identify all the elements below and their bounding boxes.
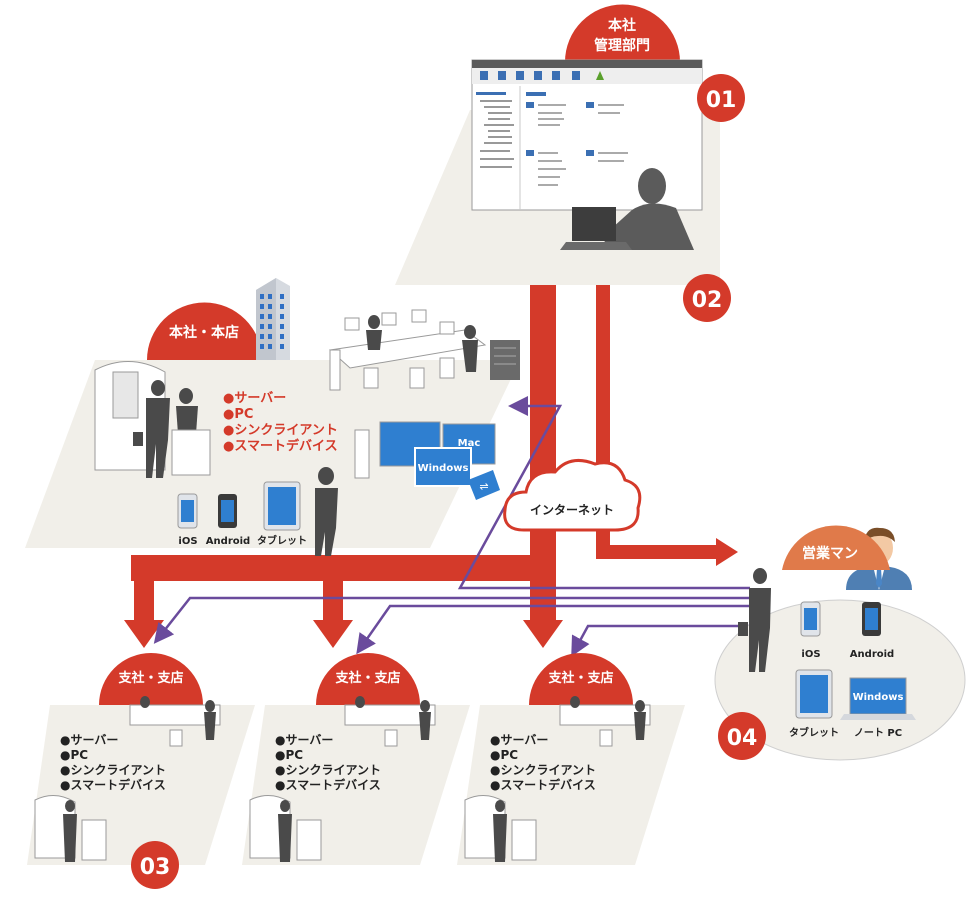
sales-android-label: Android (850, 649, 894, 660)
hq-smart-devices: iOS Android タブレット (177, 467, 338, 556)
branch-1-reception (34, 795, 107, 862)
branch-2-bullet-2: ●シンクライアント (275, 763, 381, 777)
notebook-pc-icon (849, 677, 907, 715)
svg-text:⇌: ⇌ (479, 480, 488, 493)
badge-04-text: 04 (727, 726, 758, 751)
hq-admin-label-line2: 管理部門 (594, 37, 650, 54)
hq-main-bullet-list: ●サーバー ●PC ●シンクライアント ●スマートデバイス (223, 391, 338, 454)
branch-3-bullet-1: ●PC (490, 748, 518, 762)
windows-label: Windows (418, 463, 469, 474)
arrow-to-branch2 (313, 620, 353, 648)
windows-monitor-icon (414, 447, 472, 487)
branch-1: 支社・支店 ●サーバー ●PC ●シンクライアント ●スマートデバイス (27, 653, 255, 865)
branch-2-desks (344, 696, 436, 747)
badge-03-text: 03 (140, 855, 171, 880)
sales-tablet-label: タブレット (789, 726, 839, 739)
backbone-horizontal-branches (131, 555, 556, 581)
hq-main-bullet-1: ●PC (223, 407, 253, 422)
branch-2-bullet-1: ●PC (275, 748, 303, 762)
sales-windows-label: Windows (853, 692, 904, 703)
arrow-to-sales (716, 538, 738, 566)
office-desks-illustration (328, 309, 520, 391)
branch-3: 支社・支店 ●サーバー ●PC ●シンクライアント ●スマートデバイス (457, 653, 685, 865)
hq-ios-label: iOS (178, 536, 197, 547)
hq-main-bullet-3: ●スマートデバイス (223, 438, 338, 454)
arrow-to-branch1 (124, 620, 164, 648)
branch-1-label: 支社・支店 (117, 670, 183, 686)
hq-main-label-dome (147, 302, 262, 360)
usb-device-icon (468, 470, 500, 500)
hq-main-section: 本社・本店 (25, 278, 520, 556)
backbone-branch2-stem (323, 555, 343, 623)
sales-label: 営業マン (802, 545, 858, 562)
red-backbone-connections (124, 285, 738, 648)
backbone-branch1-stem (134, 555, 154, 623)
branch-1-dome (99, 653, 203, 705)
sales-person-silhouette (738, 568, 771, 672)
hq-admin-label-dome (565, 4, 680, 62)
badge-01 (697, 74, 745, 122)
branch-1-desks (129, 696, 221, 747)
branch-1-bullet-2: ●シンクライアント (60, 763, 166, 777)
hq-admin-section: 本社 管理部門 (395, 4, 745, 322)
badge-01-text: 01 (706, 88, 737, 113)
hq-main-bullet-2: ●シンクライアント (223, 423, 338, 438)
branch-1-bullet-0: ●サーバー (60, 733, 118, 747)
branch-2-reception (249, 795, 322, 862)
branch-2: 支社・支店 ●サーバー ●PC ●シンクライアント ●スマートデバイス (242, 653, 470, 865)
arrow-to-branch3 (523, 620, 563, 648)
sales-ios-label: iOS (801, 649, 820, 660)
branch-3-dome (529, 653, 633, 705)
badge-04 (718, 712, 766, 760)
hq-admin-label-line1: 本社 (608, 17, 636, 34)
reception-counter-illustration (94, 361, 211, 478)
badge-02 (683, 274, 731, 322)
desktop-computers-illustration: Mac Windows ⇌ (354, 421, 500, 500)
management-console-screenshot (471, 59, 703, 211)
building-icon (256, 278, 290, 360)
branch-3-desks (559, 696, 651, 747)
hq-android-label: Android (206, 536, 250, 547)
admin-person-silhouette (560, 168, 694, 250)
branch-3-reception (464, 795, 537, 862)
hq-tablet-label: タブレット (257, 534, 307, 547)
branch-2-bullet-3: ●スマートデバイス (275, 777, 381, 792)
branch-1-bullet-1: ●PC (60, 748, 88, 762)
hq-main-bullet-0: ●サーバー (223, 391, 286, 406)
internet-label: インターネット (530, 503, 614, 517)
branch-3-bullet-0: ●サーバー (490, 733, 548, 747)
badge-03 (131, 841, 179, 889)
badge-02-text: 02 (692, 288, 723, 313)
branch-3-bullet-2: ●シンクライアント (490, 763, 596, 777)
branch-3-label: 支社・支店 (547, 670, 613, 686)
server-rack-icon (490, 340, 520, 380)
branch-2-label: 支社・支店 (334, 670, 400, 686)
hq-main-label: 本社・本店 (169, 324, 239, 341)
branch-2-bullet-0: ●サーバー (275, 733, 333, 747)
backbone-horizontal-sales (596, 545, 718, 559)
sales-section: 営業マン iOS Android Windows タブレット ノート PC 04 (714, 525, 966, 761)
branch-2-dome (316, 653, 420, 705)
sales-label-dome (782, 525, 890, 570)
branch-3-bullet-3: ●スマートデバイス (490, 777, 596, 792)
mac-label: Mac (458, 438, 481, 449)
sales-notebook-label: ノート PC (854, 727, 902, 739)
internet-cloud: インターネット (503, 458, 642, 532)
branch-1-bullet-3: ●スマートデバイス (60, 777, 166, 792)
